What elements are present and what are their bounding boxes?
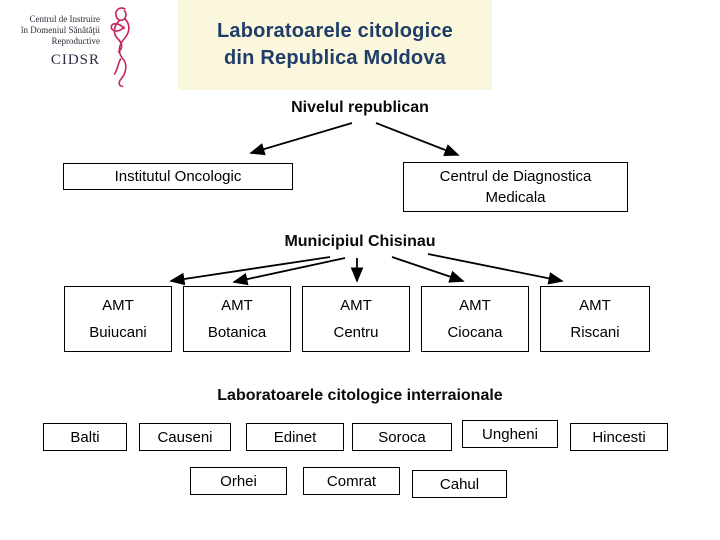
box-centrul-diagnostica: Centrul de Diagnostica Medicala xyxy=(403,162,628,212)
slide-title-line2: din Republica Moldova xyxy=(224,47,446,69)
box-edinet: Edinet xyxy=(246,423,344,451)
arrow-to-amt-ciocana xyxy=(391,256,465,283)
box-causeni: Causeni xyxy=(139,423,231,451)
amt-label: AMT xyxy=(459,297,491,314)
box-amt-buiucani: AMT Buiucani xyxy=(64,286,172,352)
heading-laboratoare-interraionale: Laboratoarele citologice interraionale xyxy=(217,387,503,404)
amt-name: Ciocana xyxy=(447,324,503,341)
box-soroca: Soroca xyxy=(352,423,452,451)
amt-name: Buiucani xyxy=(89,324,147,341)
amt-name: Riscani xyxy=(570,324,620,341)
amt-name: Botanica xyxy=(207,324,267,341)
logo-org-line: Centrul de Instruire xyxy=(29,14,100,24)
cidsr-logo: Centrul de Instruire în Domeniul Sănătăţ… xyxy=(8,14,100,69)
box-amt-riscani: AMT Riscani xyxy=(540,286,650,352)
amt-name: Centru xyxy=(333,324,379,341)
amt-label: AMT xyxy=(102,297,134,314)
amt-label: AMT xyxy=(340,297,372,314)
arrow-to-amt-buiucani xyxy=(169,256,331,286)
box-amt-botanica: AMT Botanica xyxy=(183,286,291,352)
box-cahul: Cahul xyxy=(412,470,507,498)
amt-label: AMT xyxy=(579,297,611,314)
box-ungheni: Ungheni xyxy=(462,420,558,448)
box-amt-centru: AMT Centru xyxy=(302,286,410,352)
slide-title: Laboratoarele citologice din Republica M… xyxy=(178,0,492,90)
box-centrul-diagnostica-line2: Medicala xyxy=(485,189,546,206)
box-institutul-oncologic: Institutul Oncologic xyxy=(63,163,293,190)
logo-org-line: Reproductive xyxy=(51,36,101,46)
box-comrat: Comrat xyxy=(303,467,400,495)
box-orhei: Orhei xyxy=(190,467,287,495)
amt-label: AMT xyxy=(221,297,253,314)
logo-acronym: CIDSR xyxy=(50,52,100,68)
box-centrul-diagnostica-line1: Centrul de Diagnostica xyxy=(439,168,592,185)
arrow-to-amt-riscani xyxy=(427,253,564,285)
woman-figure-icon xyxy=(98,4,144,88)
box-hincesti: Hincesti xyxy=(570,423,668,451)
box-amt-ciocana: AMT Ciocana xyxy=(421,286,529,352)
arrow-to-institutul-oncologic xyxy=(249,122,353,156)
heading-municipiul-chisinau: Municipiul Chisinau xyxy=(284,233,436,250)
logo-org-line: în Domeniul Sănătăţii xyxy=(21,25,100,35)
arrow-to-amt-botanica xyxy=(232,257,346,286)
slide-title-line1: Laboratoarele citologice xyxy=(217,20,453,42)
heading-nivelul-republican: Nivelul republican xyxy=(291,99,429,116)
arrow-to-centrul-diagnostica xyxy=(375,122,460,156)
box-balti: Balti xyxy=(43,423,127,451)
